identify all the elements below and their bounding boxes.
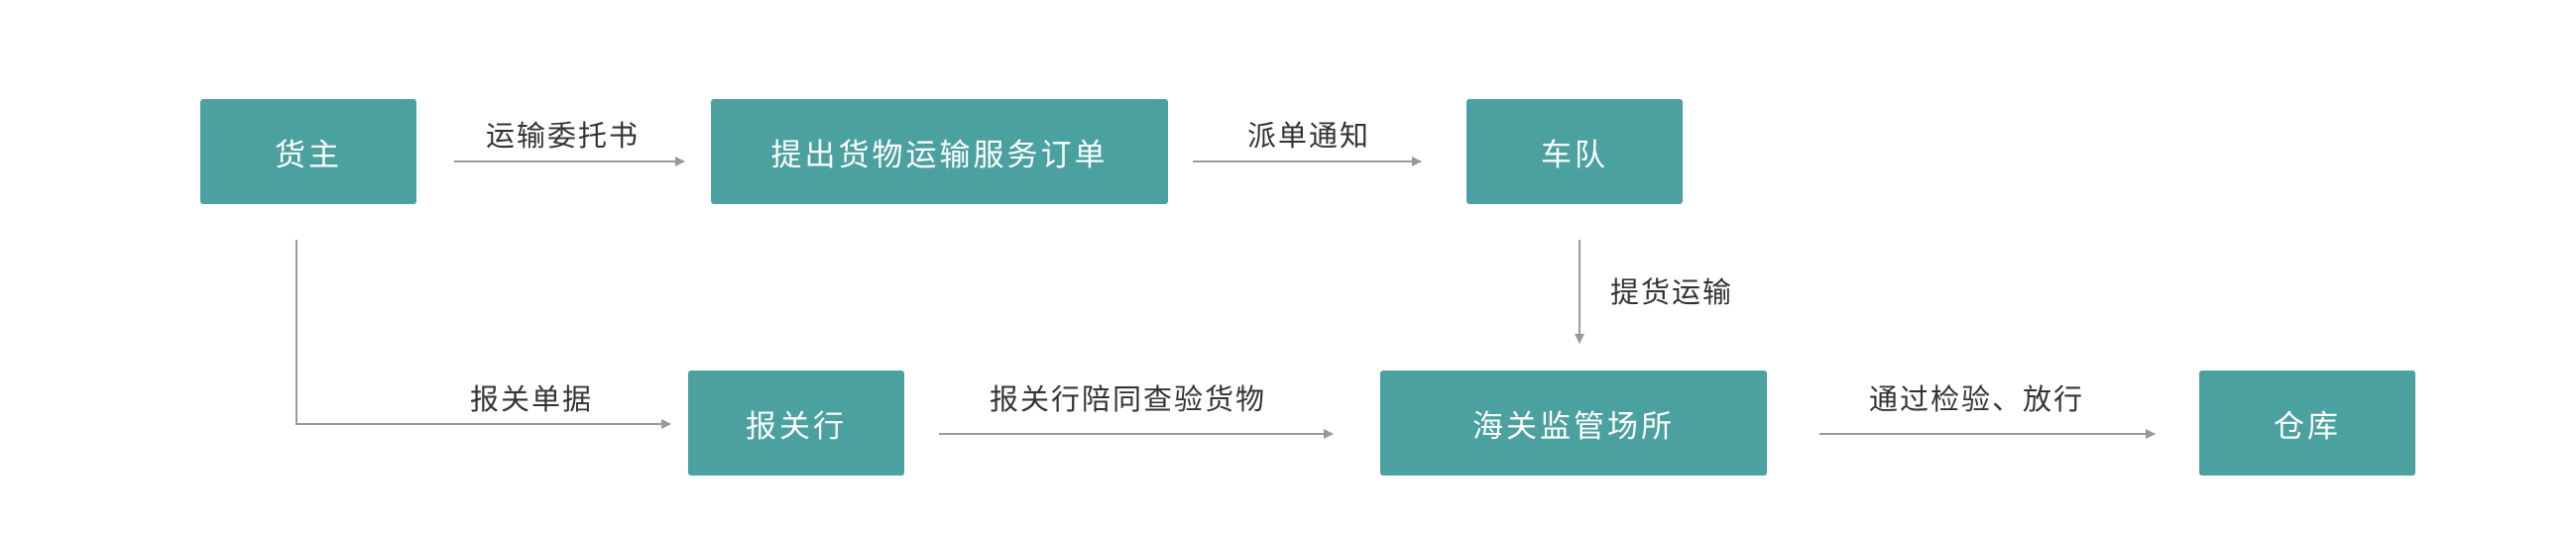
node-broker: 报关行: [688, 371, 904, 476]
label-shipper-to-broker: 报关单据: [470, 382, 594, 416]
label-broker-to-customs: 报关行陪同查验货物: [990, 382, 1267, 416]
node-order-label: 提出货物运输服务订单: [770, 137, 1109, 173]
node-customs-label: 海关监管场所: [1472, 408, 1675, 445]
label-order-to-fleet: 派单通知: [1247, 119, 1371, 153]
arrow-shipper-to-broker: [295, 240, 671, 429]
node-fleet: 车队: [1466, 99, 1683, 204]
label-shipper-to-order: 运输委托书: [486, 119, 641, 153]
label-customs-to-warehouse: 通过检验、放行: [1869, 382, 2085, 416]
node-shipper: 货主: [200, 99, 416, 204]
label-fleet-to-customs: 提货运输: [1610, 275, 1734, 309]
node-fleet-label: 车队: [1541, 137, 1608, 173]
node-broker-label: 报关行: [746, 408, 847, 445]
node-customs: 海关监管场所: [1380, 371, 1767, 476]
node-warehouse: 仓库: [2199, 371, 2415, 476]
node-order: 提出货物运输服务订单: [711, 99, 1168, 204]
node-warehouse-label: 仓库: [2274, 408, 2341, 445]
node-shipper-label: 货主: [275, 137, 342, 173]
